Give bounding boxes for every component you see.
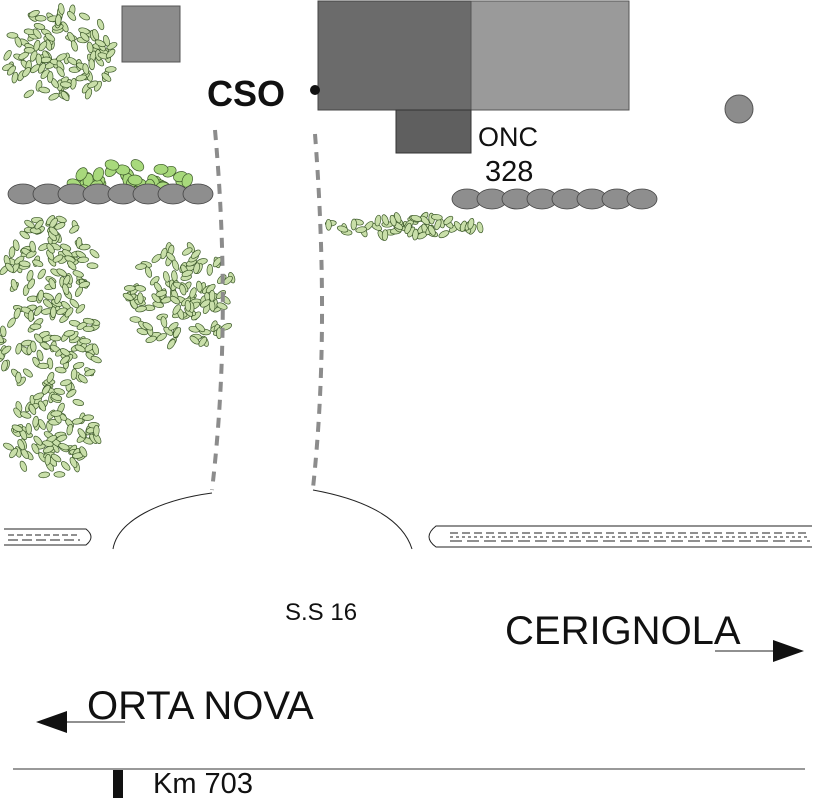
- road-strip-left: [4, 528, 92, 546]
- km-label: Km 703: [153, 768, 253, 800]
- stone-row-right: [451, 188, 658, 210]
- direction-right-label: CERIGNOLA: [505, 609, 741, 653]
- tree-cluster-left-1: [0, 215, 100, 304]
- tree-cluster-center-left: [122, 242, 236, 350]
- arrow-right-icon: [715, 640, 804, 662]
- arrow-left-icon: [36, 711, 125, 733]
- access-path-left: [210, 129, 225, 491]
- station-point: [310, 85, 320, 95]
- junction-curve-right: [312, 489, 413, 550]
- small-building: [121, 5, 181, 63]
- road-strip-right: [428, 525, 812, 548]
- junction-curve-left: [112, 492, 213, 550]
- road-label: S.S 16: [285, 599, 358, 626]
- round-marker: [724, 94, 754, 124]
- stone-row-left: [7, 183, 214, 205]
- main-building-light-block: [470, 0, 630, 111]
- tree-cluster-left-2: [0, 292, 102, 396]
- hedge-row-right: [324, 211, 484, 242]
- site-label: CSO: [207, 73, 286, 114]
- tree-cluster-top-left: [2, 3, 118, 102]
- station-label: ONC: [478, 122, 538, 152]
- building-annex: [395, 109, 472, 154]
- direction-left-label: ORTA NOVA: [87, 684, 314, 728]
- main-building-dark-block: [317, 0, 472, 111]
- km-marker: [113, 770, 123, 798]
- access-path-right: [311, 133, 325, 489]
- tree-cluster-left-3: [3, 387, 102, 479]
- station-number-label: 328: [485, 156, 534, 188]
